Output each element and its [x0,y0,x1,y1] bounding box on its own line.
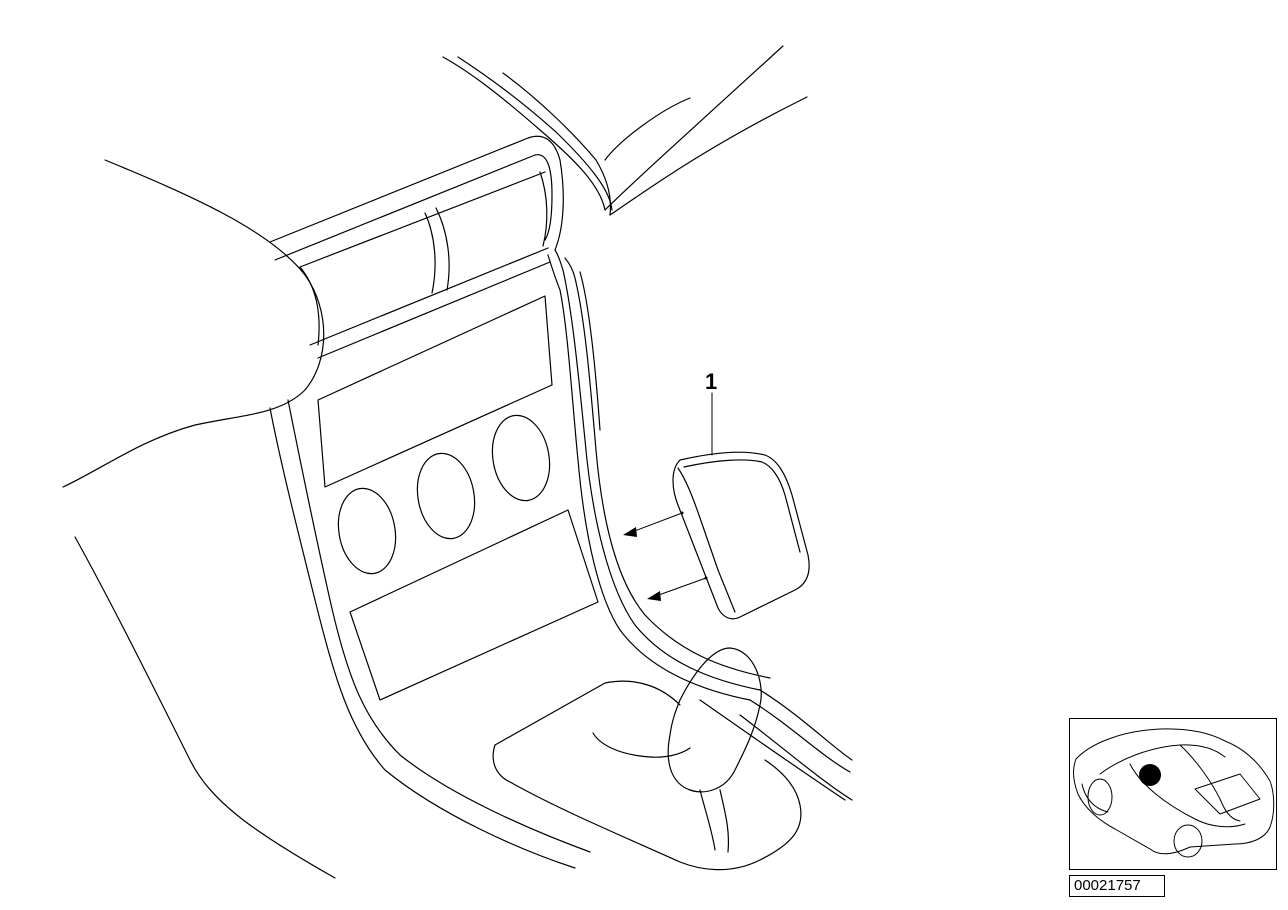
dashboard-vent-strip [269,135,564,359]
location-marker-icon [1139,764,1161,786]
vehicle-location-thumbnail [1069,718,1277,870]
gear-shifter [492,647,802,871]
mounting-arrows [623,511,708,601]
car-outline-icon [1073,728,1275,858]
center-console-frame [74,249,771,879]
climate-dials [337,414,551,575]
diagram-part-number: 00021757 [1069,875,1165,897]
callout-label-1: 1 [705,369,717,394]
dashboard-top-edge [442,45,808,216]
console-side-rails [699,689,853,801]
instrument-hood [62,159,325,488]
storage-compartment [672,451,810,620]
radio-panel [317,295,553,488]
lower-tray-panel [349,509,599,701]
